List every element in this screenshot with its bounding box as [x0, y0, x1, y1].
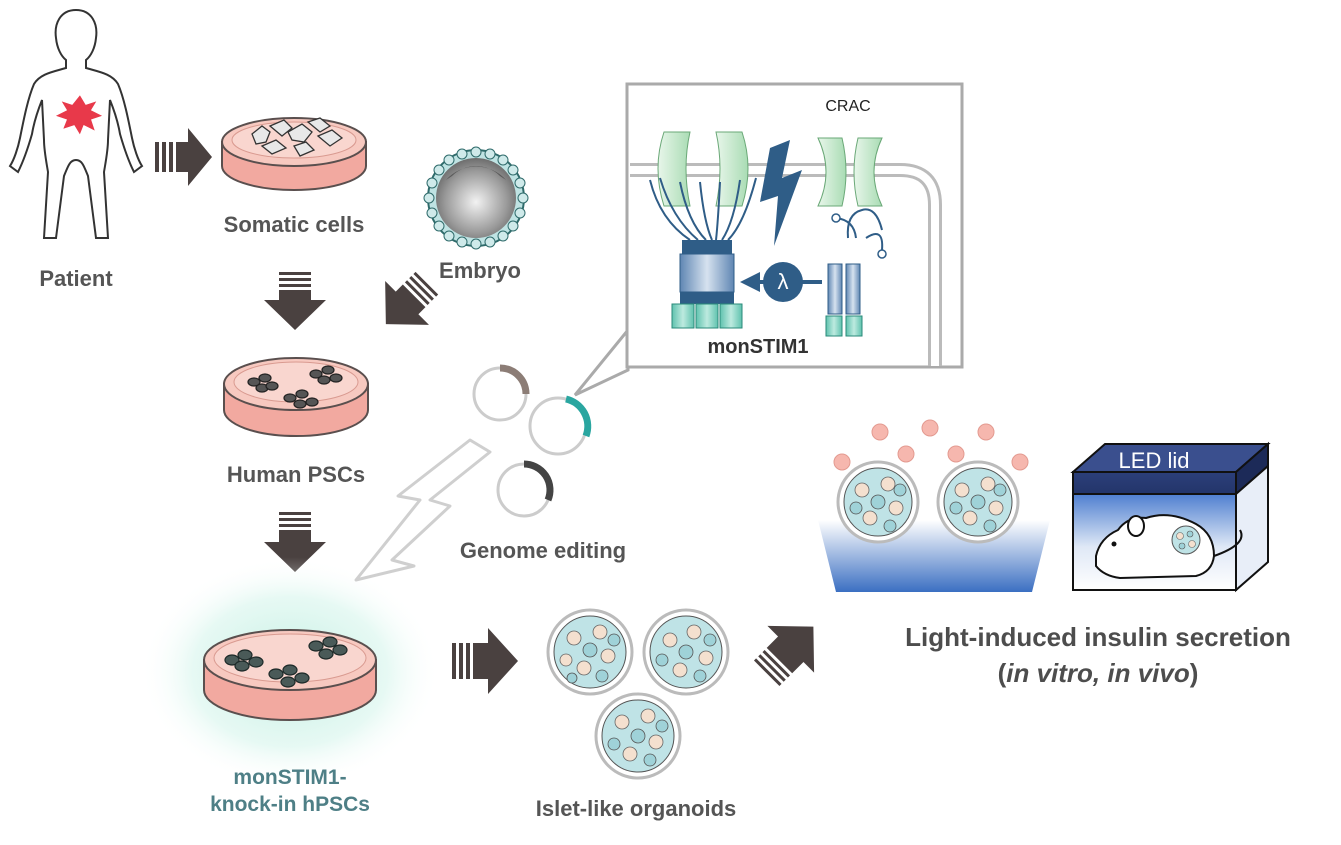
- label-knockin-line1: monSTIM1-: [233, 766, 347, 789]
- islet-organoids: [546, 608, 730, 780]
- knockin-colonies: [224, 636, 348, 688]
- label-crac: CRAC: [825, 98, 871, 115]
- organoid: [836, 460, 920, 544]
- stim-oligomer: [671, 240, 743, 329]
- label-genome-editing: Genome editing: [459, 538, 627, 563]
- light-bolt-inset-icon: [760, 140, 802, 246]
- embryo: [423, 146, 529, 250]
- somatic-cells: [251, 117, 344, 157]
- arrow-organoids-to-secretion: [753, 625, 815, 687]
- arrow-knockin-to-organoids: [452, 628, 518, 694]
- trophoblast-ring: [423, 146, 529, 250]
- knockin-dish: [140, 557, 440, 787]
- organoid: [594, 692, 682, 780]
- psc-colonies: [247, 365, 343, 409]
- pain-burst-icon: [52, 92, 106, 138]
- label-islet-organoids: Islet-like organoids: [535, 796, 737, 821]
- somatic-cells-dish: [221, 117, 367, 191]
- label-led-lid: LED lid: [1118, 448, 1190, 473]
- label-lambda: λ: [777, 269, 789, 294]
- led-lid: [1072, 471, 1237, 495]
- genome-editing-plasmids: [472, 364, 592, 518]
- arrow-pscs-to-knockin: [264, 512, 326, 572]
- human-pscs-dish: [223, 357, 369, 437]
- organoid: [936, 460, 1020, 544]
- label-knockin-line2: knock-in hPSCs: [210, 793, 370, 816]
- led-cage: [1070, 441, 1271, 593]
- organoid: [642, 608, 730, 696]
- inset-panel: [573, 82, 964, 397]
- paren-open: (: [997, 658, 1007, 688]
- insulin-granules: [833, 419, 1029, 471]
- paren-close: ): [1189, 658, 1199, 688]
- stim-linkers: [649, 177, 757, 241]
- organoid: [546, 608, 634, 696]
- patient-figure: [8, 8, 144, 239]
- label-human-pscs: Human PSCs: [226, 462, 366, 487]
- lambda-icon: [763, 262, 803, 302]
- label-monstim1: monSTIM1: [707, 336, 809, 358]
- arrows: [155, 128, 815, 694]
- stim-monomer: [825, 208, 887, 337]
- in-vitro-secretion: [818, 419, 1050, 592]
- label-embryo: Embryo: [439, 258, 521, 283]
- arrow-embryo-to-pscs: [385, 271, 439, 325]
- in-vitro-in-vivo-italic: in vitro, in vivo: [1006, 658, 1190, 688]
- arrow-patient-to-somatic: [155, 128, 212, 186]
- label-patient: Patient: [39, 266, 113, 291]
- arrow-somatic-to-pscs: [264, 272, 326, 330]
- label-light-title: Light-induced insulin secretion: [905, 622, 1291, 652]
- label-in-vitro-in-vivo: (in vitro, in vivo): [998, 656, 1199, 690]
- light-activation-arrow: [740, 262, 822, 302]
- crac-channel: [817, 137, 883, 207]
- mouse-icon: [1095, 514, 1243, 580]
- label-somatic-cells: Somatic cells: [223, 212, 365, 237]
- lightning-bolt-icon: [354, 438, 492, 582]
